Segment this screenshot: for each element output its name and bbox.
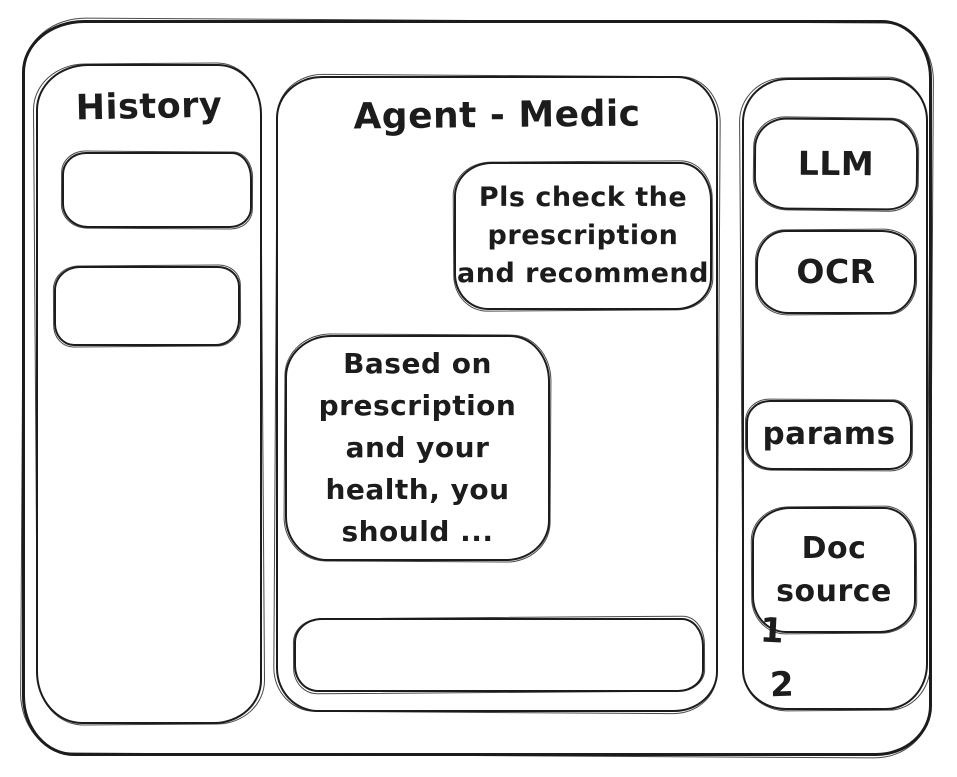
assistant-message-bubble: Based on prescription and your health, y…	[285, 335, 550, 561]
doc-source-item[interactable]: 2	[769, 664, 795, 706]
ocr-button[interactable]: OCR	[756, 230, 916, 314]
chat-input[interactable]	[294, 618, 704, 692]
doc-source-item[interactable]: 1	[758, 610, 786, 652]
llm-button[interactable]: LLM	[753, 117, 919, 211]
chat-title: Agent - Medic	[353, 93, 641, 138]
history-title: History	[75, 85, 223, 129]
tools-panel: LLM OCR params Doc source 1 2	[742, 78, 928, 710]
history-panel: History	[36, 64, 262, 724]
history-item[interactable]	[54, 266, 240, 346]
history-item[interactable]	[62, 152, 252, 228]
doc-source-button[interactable]: Doc source	[752, 507, 916, 633]
chat-panel: Agent - Medic Pls check the prescription…	[276, 76, 718, 712]
params-button[interactable]: params	[746, 400, 912, 470]
user-message-bubble: Pls check the prescription and recommend	[454, 162, 712, 310]
chat-input-field[interactable]	[296, 620, 702, 690]
